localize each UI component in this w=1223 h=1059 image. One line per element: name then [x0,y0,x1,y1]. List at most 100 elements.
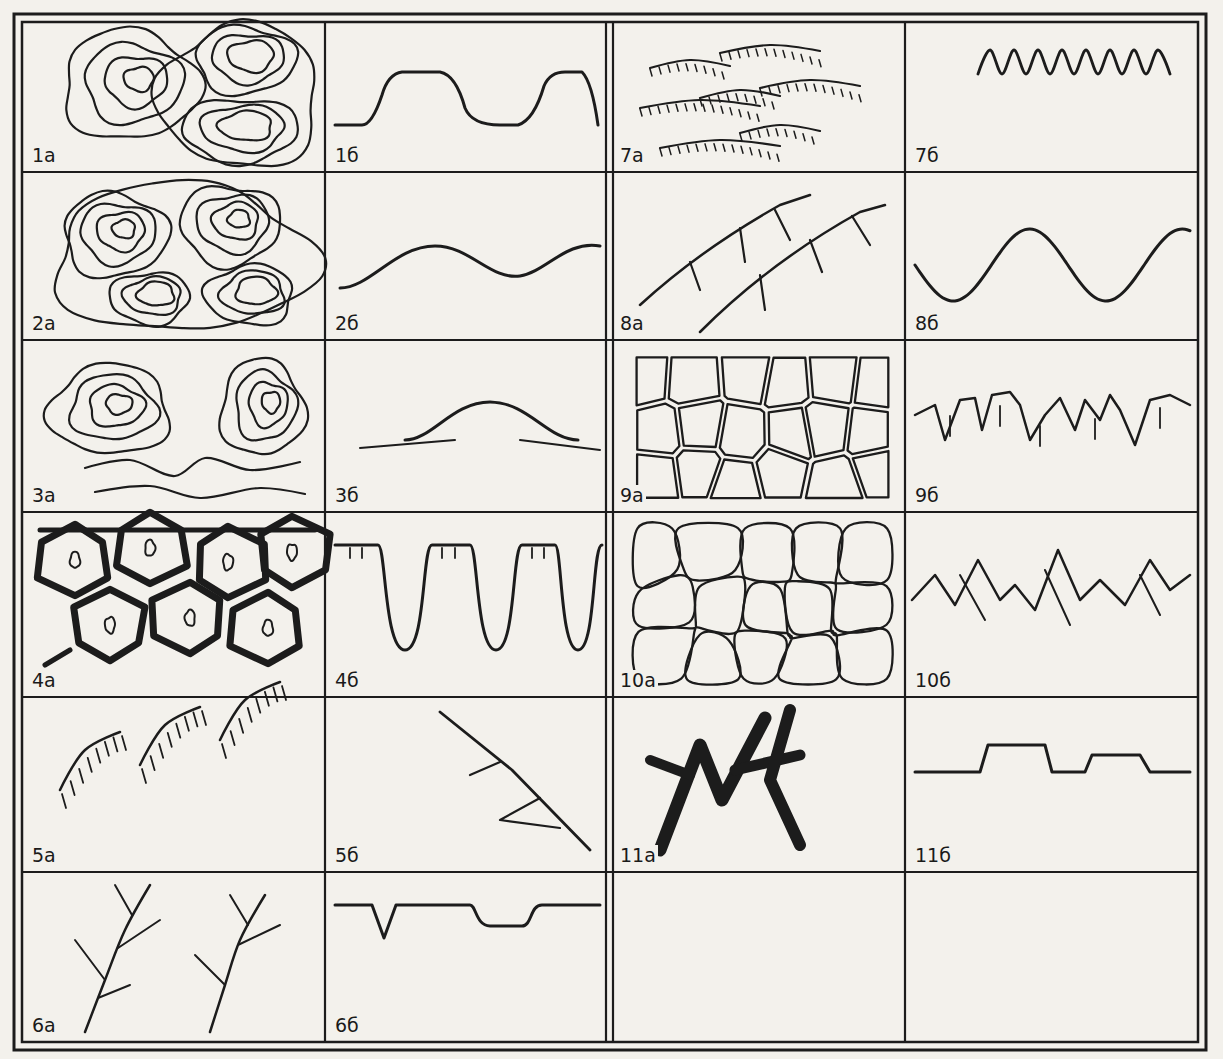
grid-line [22,871,1198,873]
contour-line [212,35,284,86]
hachure [805,84,807,91]
hachure [713,69,715,76]
hachure [122,736,126,750]
hachure [676,104,678,111]
hachure [999,406,1001,426]
hachure [202,711,206,725]
hachure [859,95,861,102]
block-outline [785,581,834,635]
hachure [694,104,696,111]
scarp-line [60,732,120,790]
relief-profile [360,440,600,450]
relief-profile [915,745,1190,772]
hachure [768,152,770,159]
contour-line [227,40,274,73]
relief-profile [960,570,1160,625]
hachure [256,699,260,713]
relief-profile [405,402,578,440]
cell-label: 3б [333,485,361,507]
hachure [778,86,780,93]
block-outline [711,460,761,499]
inner-border [22,22,1198,1042]
contour-line [216,110,270,140]
hachure [142,769,146,783]
hachure [772,102,774,109]
contour-line [123,67,153,93]
sinkhole-dot [263,620,274,636]
hachure [159,744,163,758]
hachure [812,137,814,144]
hachure [748,112,750,119]
hachure [763,99,765,106]
hachure [168,733,172,747]
hachure [349,548,351,558]
grid-line [605,22,607,1042]
contour-line [136,281,175,305]
hachure [723,144,725,151]
sinkhole-dot [105,617,115,634]
hachure [756,49,758,56]
ridge-line [650,60,730,68]
hachure [79,769,83,783]
block-outline [685,632,740,685]
scarp-line [220,682,280,740]
hachure [801,54,803,61]
contour-line [180,186,280,270]
sinkhole-dot [287,545,297,562]
contour-line [235,277,278,305]
hachure [695,65,697,72]
hachure [96,749,100,763]
block-outline [855,358,889,408]
hachure [668,65,670,72]
karst-cell [74,589,145,660]
hachure [749,132,751,139]
hachure [454,548,456,558]
relief-profile [335,72,598,125]
contour-line [85,458,300,476]
cell-label: 8а [618,313,646,335]
relief-profile [340,245,600,288]
cell-label: 10а [618,670,658,692]
contour-line [236,369,298,440]
sinkhole-dot [70,552,81,568]
block-outline [720,404,765,458]
ridge-line [760,80,860,88]
contour-line [219,358,308,454]
contour-line [110,272,191,327]
hachure [659,67,661,74]
block-outline [765,358,809,408]
block-outline [669,357,720,403]
block-outline [695,577,745,634]
cell-label: 6б [333,1015,361,1037]
block-outline [633,575,695,628]
contour-line [111,219,134,238]
cell-label: 9б [913,485,941,507]
hachure [741,146,743,153]
hachure [151,756,155,770]
contour-line [65,191,172,279]
hachure [248,708,252,722]
hachure [765,49,767,56]
cell-label: 2б [333,313,361,335]
sinkhole-dot [184,609,194,625]
hachure [760,89,762,96]
hachure [650,69,652,76]
hachure [850,92,852,99]
hachure [738,51,740,58]
contour-line [196,25,299,97]
contour-line [106,394,133,415]
hachure [687,145,689,152]
ridge-line [640,195,810,305]
gully-line [195,955,225,985]
hachure [113,737,117,751]
hachure [732,145,734,152]
contour-line [105,57,168,109]
contour-line [152,19,315,166]
karst-cell [230,592,299,663]
gully-line [85,885,150,1032]
block-outline [833,582,892,632]
karst-cell [152,582,220,653]
relief-profile [470,762,560,828]
bedrock-ridge [770,710,800,845]
